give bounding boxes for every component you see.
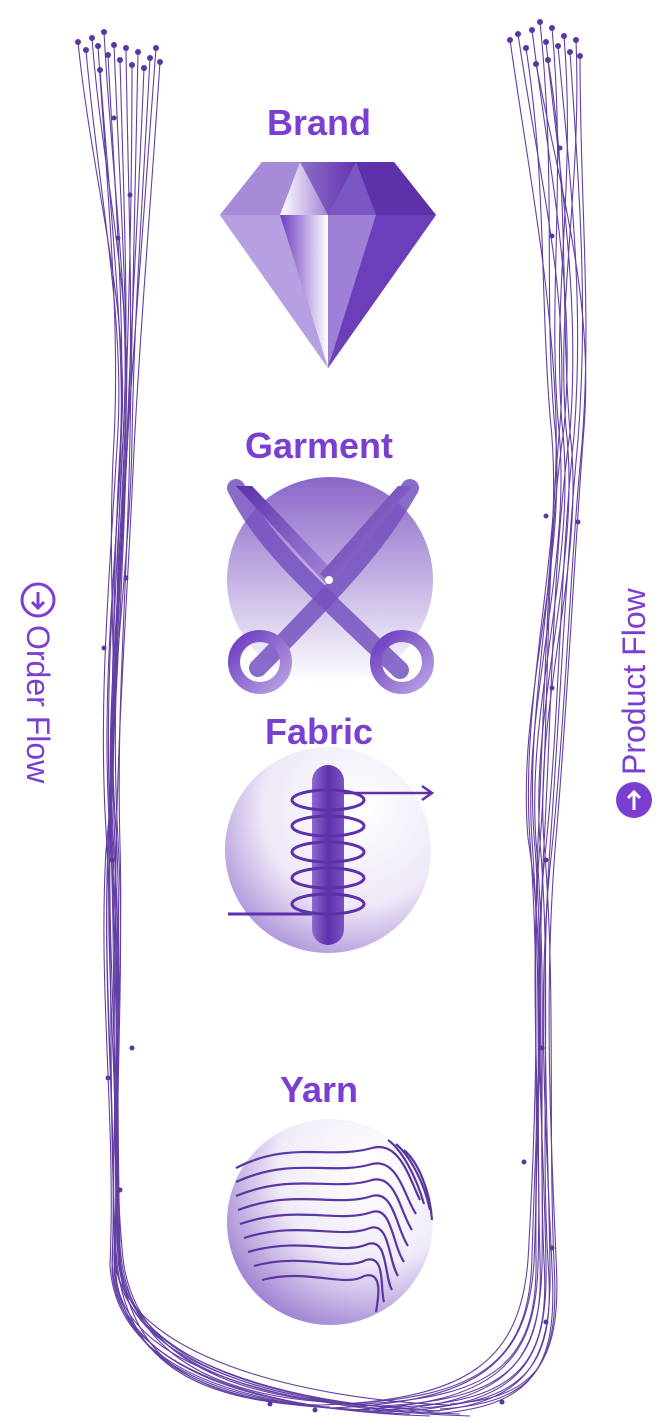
stage-title-fabric: Fabric bbox=[265, 711, 373, 752]
order-flow-label: Order Flow bbox=[20, 625, 56, 784]
order-flow-label-group: Order Flow bbox=[20, 584, 56, 784]
arrow-down-circle-icon bbox=[22, 584, 54, 616]
yarn-waves-icon bbox=[227, 1119, 433, 1325]
stage-title-garment: Garment bbox=[245, 425, 393, 466]
stage-title-brand: Brand bbox=[267, 102, 371, 143]
arrow-up-circle-icon bbox=[616, 782, 652, 818]
product-flow-label: Product Flow bbox=[616, 587, 652, 775]
stage-title-yarn: Yarn bbox=[280, 1069, 358, 1110]
product-flow-label-group: Product Flow bbox=[616, 587, 652, 818]
scissors-icon bbox=[227, 477, 433, 688]
thread-spool-icon bbox=[225, 747, 432, 953]
diamond-icon bbox=[220, 162, 436, 368]
